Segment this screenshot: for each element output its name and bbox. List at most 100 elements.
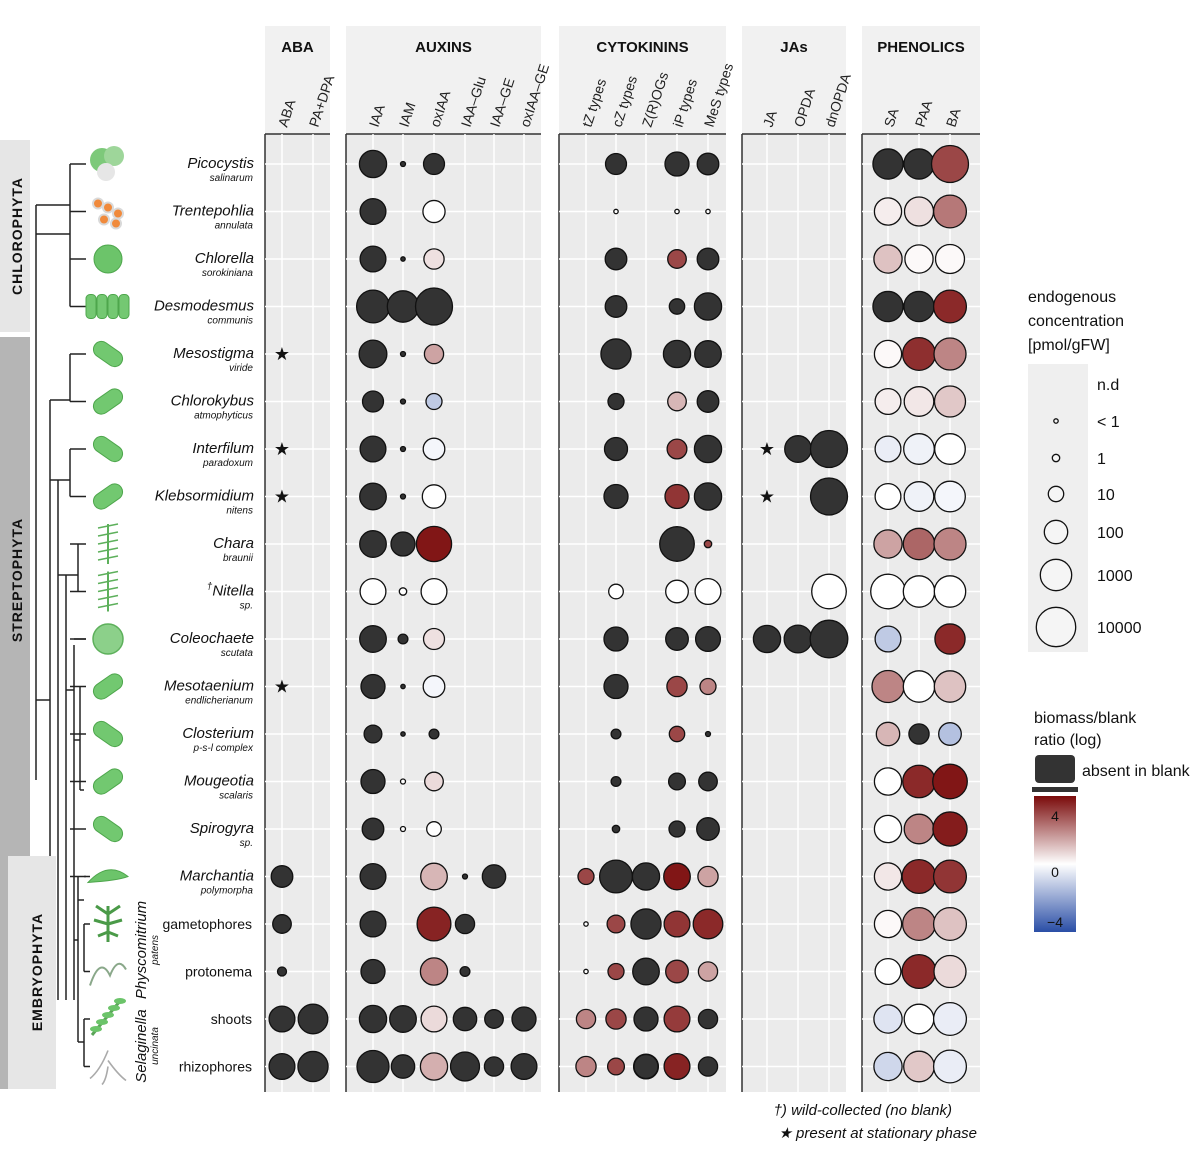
bubble [697, 1008, 719, 1030]
bubble [902, 670, 936, 703]
bubble [400, 256, 406, 262]
row-sublabel: braunii [223, 553, 254, 564]
bubble [874, 482, 902, 511]
bubble [873, 1004, 903, 1034]
bubble [932, 1001, 968, 1037]
bubble [420, 1005, 448, 1033]
note-wild-collected: †) wild-collected (no blank) [774, 1102, 952, 1119]
panel-background [265, 134, 330, 1092]
bubble [386, 290, 420, 323]
organism-icons [85, 146, 130, 1086]
bubble [699, 677, 717, 696]
row-label-name: Nitella [212, 583, 254, 600]
panel-header-background [559, 26, 726, 134]
star-marker: ★ [759, 439, 775, 460]
bubble [809, 619, 849, 659]
bubble [873, 909, 903, 939]
bubble [811, 573, 847, 610]
bubble [932, 289, 968, 324]
bubble [903, 813, 935, 845]
bubble [426, 821, 442, 837]
bubble [874, 435, 902, 463]
bubble [932, 763, 968, 800]
bubble [481, 864, 507, 889]
group-title: PHENOLICS [877, 39, 965, 56]
bubble [297, 1050, 329, 1083]
panel-header-background [742, 26, 846, 134]
panel-header-background [265, 26, 330, 134]
bubble [359, 625, 387, 653]
bubble [389, 1005, 417, 1033]
color-legend-tick: 0 [1051, 864, 1059, 880]
row-label: Spirogyra [190, 820, 254, 837]
physcomitrium-gametophore-icon [93, 904, 123, 942]
bubble [420, 862, 448, 891]
bubble [696, 817, 720, 841]
size-legend-title: concentration [1028, 313, 1124, 330]
size-legend-panel [1028, 364, 1088, 652]
bubble [416, 906, 452, 942]
picocystis-icon [90, 146, 124, 181]
bubble [901, 336, 937, 372]
bubble [933, 385, 967, 418]
bubble [400, 731, 406, 737]
bubble [630, 908, 662, 940]
bubble [694, 625, 722, 653]
bubble [663, 862, 691, 891]
column-label: IAM [396, 100, 419, 129]
bubble [610, 728, 622, 740]
row-sublabel: endlicherianum [185, 696, 253, 707]
bubble [693, 434, 723, 464]
bubble [933, 527, 967, 561]
bubble [903, 148, 935, 180]
bubble [419, 957, 449, 986]
group-panels [264, 26, 980, 1092]
bubble [399, 398, 407, 405]
row-label: Mougeotia [184, 773, 254, 790]
size-legend-label: n.d [1097, 377, 1119, 394]
bubble [399, 350, 407, 358]
coleochaete-icon [92, 623, 124, 655]
bubble [422, 437, 446, 461]
trentepohlia-icon [92, 197, 124, 230]
color-legend-tick: −4 [1047, 914, 1063, 930]
bubble [605, 1008, 627, 1030]
panel-background [862, 134, 980, 1092]
bubble [932, 811, 968, 847]
row-label: Closterium [182, 725, 254, 742]
bubble [901, 858, 937, 895]
bubble [930, 144, 970, 184]
bubble [932, 859, 968, 894]
bubble [903, 196, 935, 227]
bubble [663, 1052, 691, 1081]
bubble [415, 525, 453, 563]
row-sublabel: scutata [221, 648, 254, 659]
row-sublabel: atmophyticus [194, 411, 253, 422]
bubble [632, 957, 660, 986]
bubble [696, 390, 720, 413]
bubble [422, 199, 446, 224]
row-sublabel: polymorpha [200, 886, 254, 897]
bubble [422, 675, 446, 698]
bubble [631, 862, 661, 891]
group-title: CYTOKININS [596, 39, 688, 56]
bubble [872, 290, 904, 323]
size-legend-label: 100 [1097, 525, 1124, 542]
bubble [934, 433, 966, 465]
row-label: †Nitella [207, 582, 254, 600]
chlorophyta-label: CHLOROPHYTA [9, 177, 25, 295]
bubble [459, 965, 471, 978]
bubble [425, 392, 443, 411]
bubble [608, 583, 624, 600]
bubble [874, 957, 902, 986]
bubble [933, 954, 967, 989]
bubble [752, 624, 782, 654]
bubble [693, 292, 723, 321]
bubble [361, 390, 385, 413]
row-sublabel: paradoxum [202, 458, 253, 469]
row-sublabel: annulata [215, 221, 254, 232]
row-sublabel: p-s-l complex [193, 743, 254, 754]
row-label: Desmodesmus [154, 298, 255, 315]
bubble [665, 579, 689, 604]
bubble [359, 482, 387, 511]
